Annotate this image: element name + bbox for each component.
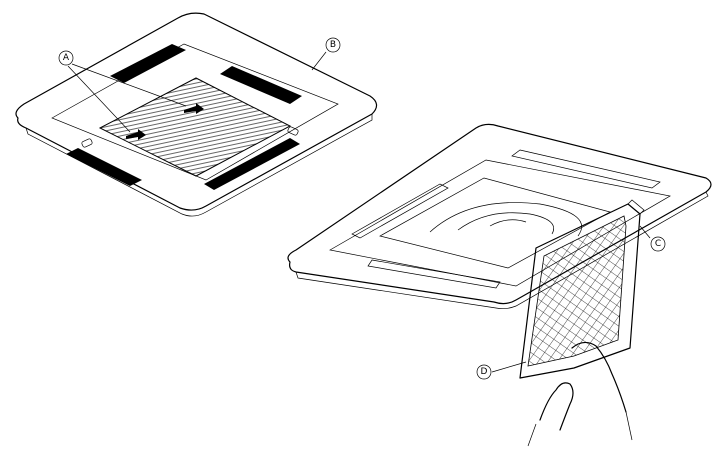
leader-a-1 bbox=[67, 65, 131, 133]
leader-d bbox=[491, 361, 527, 373]
cassette-unit-open bbox=[287, 123, 712, 310]
callout-a-label: A bbox=[63, 53, 70, 63]
leaders-top bbox=[67, 51, 327, 133]
fan-guard-inner bbox=[457, 212, 554, 235]
hand-left bbox=[539, 382, 574, 431]
callout-b: B bbox=[325, 37, 341, 53]
arm-right bbox=[625, 411, 633, 441]
latch-tab-right bbox=[287, 126, 299, 136]
callout-b-circle bbox=[325, 37, 341, 53]
leader-a-2 bbox=[71, 63, 187, 107]
callout-d-circle bbox=[476, 364, 492, 380]
grille-knob-1 bbox=[126, 129, 146, 140]
fan-guard-outer bbox=[429, 202, 582, 237]
callout-d-label: D bbox=[481, 367, 488, 377]
callout-b-label: B bbox=[330, 40, 336, 50]
filter-mesh bbox=[527, 215, 627, 367]
hand-right bbox=[571, 341, 627, 413]
vane-slot-top-right bbox=[220, 66, 302, 104]
air-filter bbox=[519, 199, 645, 447]
vane-slot-bottom-left bbox=[66, 148, 142, 186]
open-vane-left bbox=[351, 183, 449, 239]
grille-knob-2 bbox=[184, 103, 204, 114]
callout-a-circle bbox=[58, 50, 74, 66]
cassette-unit-closed bbox=[15, 12, 378, 217]
vane-slot-bottom-right bbox=[204, 138, 300, 190]
callout-c-label: C bbox=[655, 239, 661, 249]
intake-grille bbox=[98, 77, 292, 177]
filter-hinge-edge bbox=[627, 199, 645, 215]
open-vane-bottom bbox=[367, 259, 501, 289]
decoration-panel-edge bbox=[25, 114, 373, 217]
leader-b bbox=[311, 51, 327, 71]
arm-left bbox=[527, 423, 537, 447]
decoration-panel-outline bbox=[15, 12, 378, 211]
fan-guard-hub bbox=[489, 219, 527, 227]
callout-c-circle bbox=[650, 236, 666, 252]
open-panel-edge bbox=[295, 191, 709, 310]
latch-tab-left bbox=[81, 138, 93, 148]
open-panel-outline bbox=[287, 123, 712, 305]
callout-d: D bbox=[476, 364, 492, 380]
vane-slot-top-left bbox=[110, 44, 186, 83]
open-vane-top bbox=[511, 149, 661, 189]
callout-a: A bbox=[58, 50, 74, 66]
callout-c: C bbox=[650, 236, 666, 252]
leader-c bbox=[639, 225, 651, 239]
